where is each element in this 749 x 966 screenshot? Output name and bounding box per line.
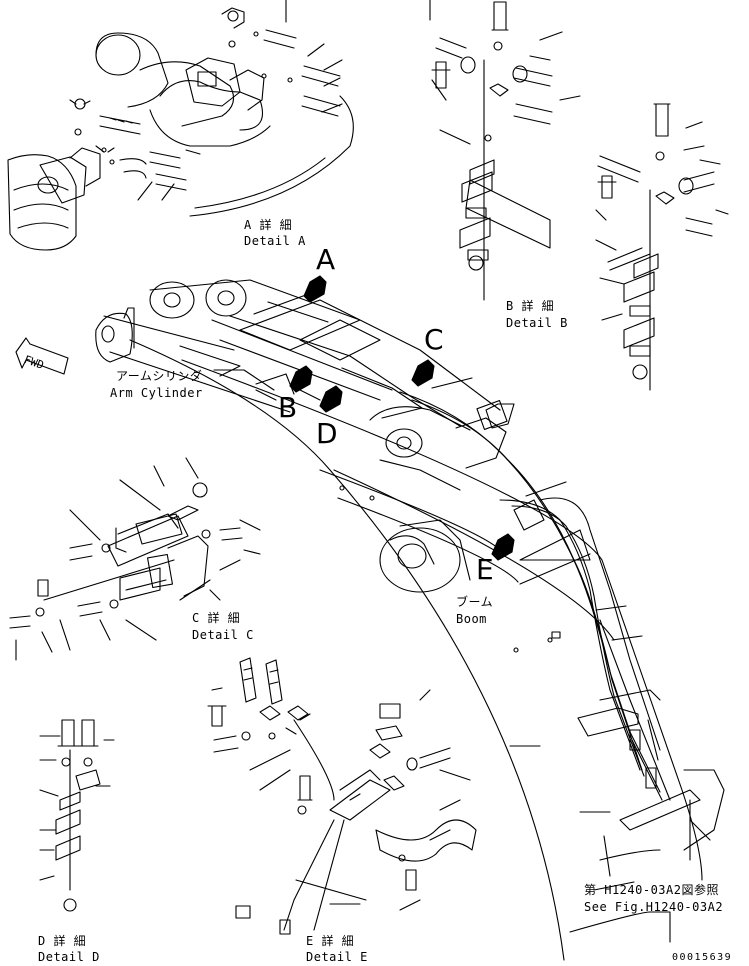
detail-a-drawing [7, 0, 354, 251]
detail-e-drawing [207, 657, 477, 935]
detail-d-label-jp: D 詳 細 [38, 934, 87, 948]
drawing-code: 00015639 [672, 952, 733, 963]
detail-c-drawing [9, 457, 261, 661]
boom-label-en: Boom [456, 612, 487, 626]
detail-c-label-jp: C 詳 細 [192, 611, 241, 625]
arm-cylinder-leader [213, 369, 277, 401]
see-fig-label-en: See Fig.H1240-03A2 [584, 900, 724, 914]
detail-d-drawing [39, 719, 115, 912]
arm-cylinder-label-en: Arm Cylinder [110, 386, 203, 400]
callout-a: A [316, 243, 336, 276]
detail-d-label-en: Detail D [38, 950, 100, 964]
callout-arrows [289, 275, 515, 561]
detail-e-label-jp: E 詳 細 [306, 934, 355, 948]
boom-label-jp: ブーム [456, 595, 494, 609]
detail-b-drawing [429, 0, 729, 391]
detail-b-label-jp: B 詳 細 [506, 299, 555, 313]
see-fig-label-jp: 第 H1240-03A2図参照 [584, 883, 719, 897]
main-boom-assembly [95, 279, 725, 961]
callout-b: B [278, 391, 298, 424]
see-fig-leader [603, 819, 711, 877]
callout-c: C [424, 323, 444, 356]
detail-b-label-en: Detail B [506, 316, 568, 330]
detail-a-label-jp: A 詳 細 [244, 218, 293, 232]
callout-d: D [316, 417, 338, 450]
detail-a-label-en: Detail A [244, 234, 306, 248]
detail-c-label-en: Detail C [192, 628, 254, 642]
detail-e-label-en: Detail E [306, 950, 368, 964]
callout-e: E [476, 553, 494, 586]
arm-cylinder-label-jp: アームシリンダ [116, 369, 203, 383]
fwd-arrow [15, 337, 69, 375]
